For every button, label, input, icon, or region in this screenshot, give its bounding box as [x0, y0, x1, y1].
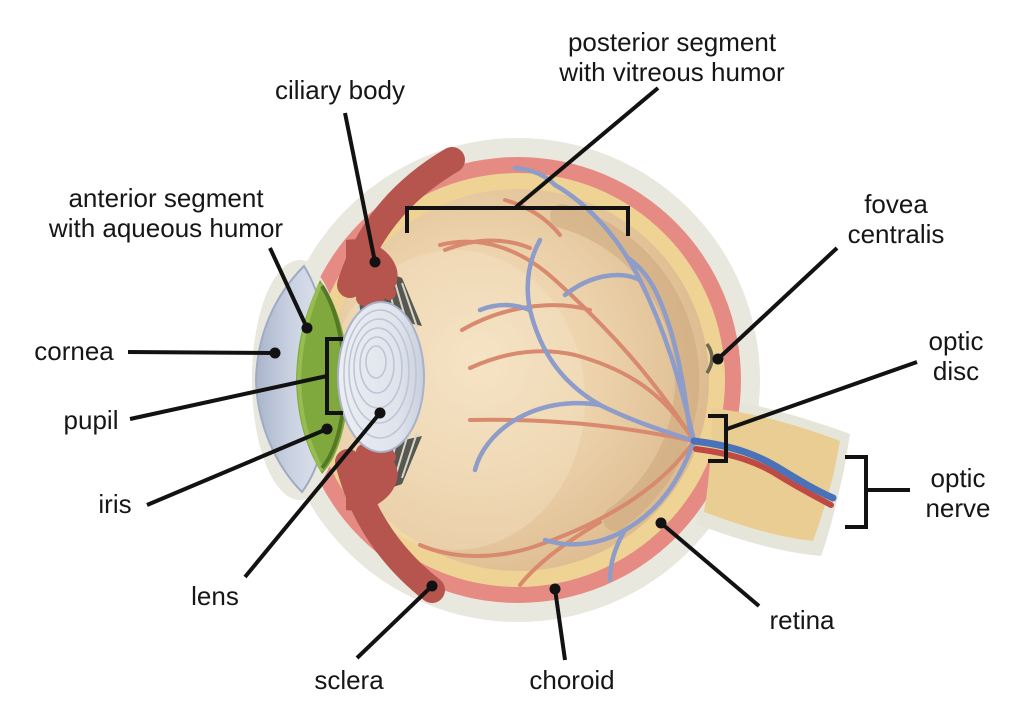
central-retinal-vein	[690, 437, 837, 502]
fovea-centralis-notch	[705, 342, 714, 374]
label-sclera: sclera	[314, 665, 384, 695]
vitreous-interior	[327, 189, 709, 571]
retina-vessels-red	[418, 198, 696, 587]
label-cornea: cornea	[34, 336, 114, 366]
label-optic-disc: optic disc	[928, 326, 984, 386]
label-lens: lens	[191, 581, 239, 611]
leader-lines	[127, 86, 918, 661]
label-retina: retina	[769, 605, 835, 635]
label-optic-nerve: optic nerve	[925, 463, 991, 523]
label-choroid: choroid	[529, 665, 615, 695]
label-fovea-centralis: fovea centralis	[847, 189, 945, 249]
label-pupil: pupil	[63, 405, 119, 435]
ciliary-body-shape	[346, 239, 398, 511]
label-iris: iris	[98, 489, 132, 519]
leader-dots	[269, 256, 724, 595]
label-posterior-segment: posterior segment with vitreous humor	[559, 27, 785, 87]
label-ciliary-body: ciliary body	[274, 75, 406, 105]
label-anterior-segment: anterior segment with aqueous humor	[48, 183, 284, 243]
lens-shape	[337, 301, 425, 453]
